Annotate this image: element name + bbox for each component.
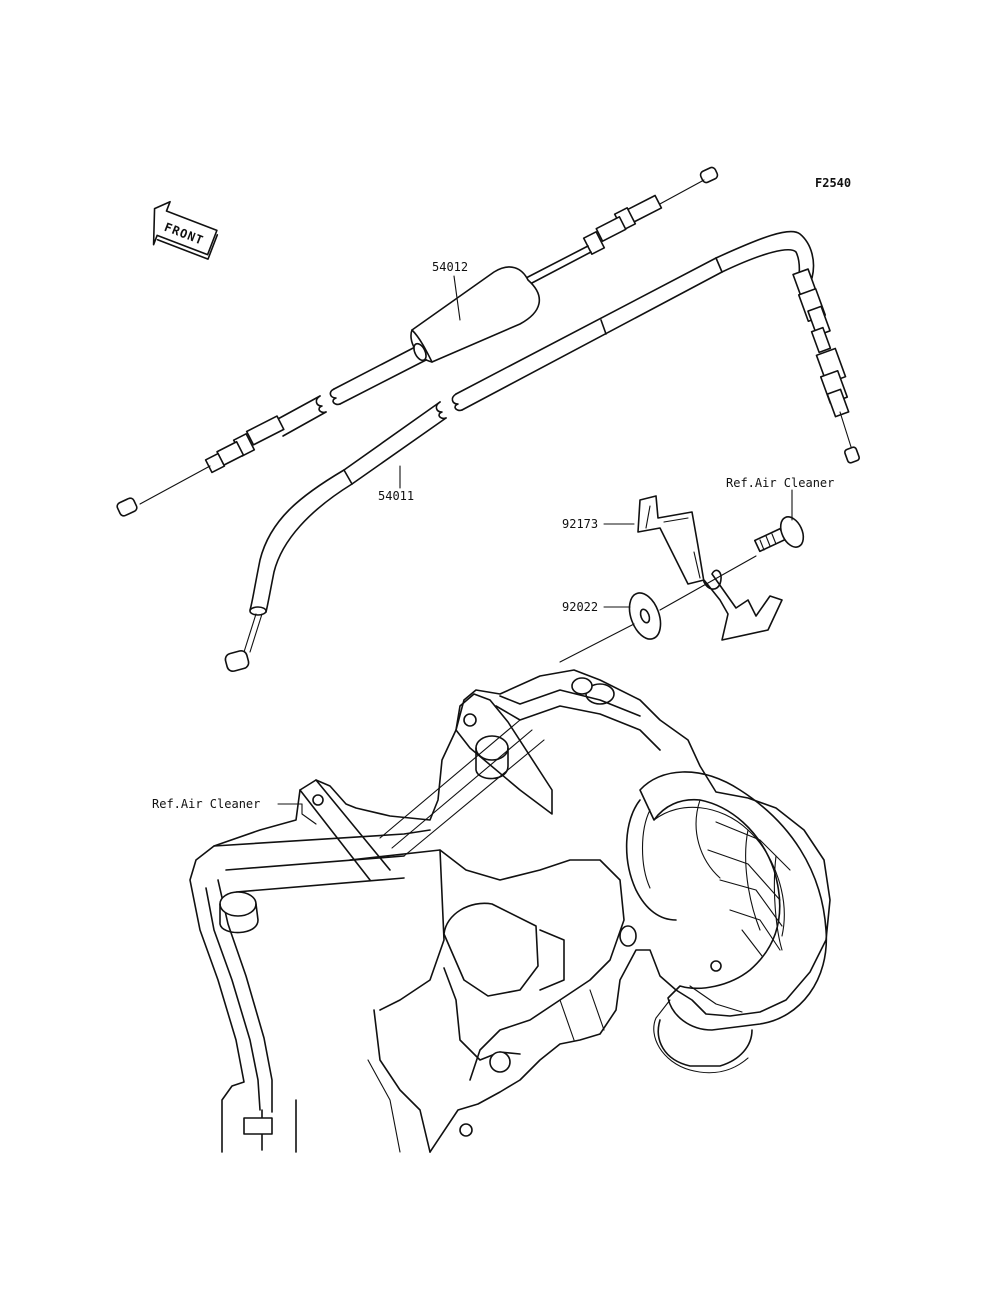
throttle-cable-54012[interactable] — [116, 166, 719, 517]
front-arrow-icon: FRONT — [152, 200, 219, 260]
label-92022: 92022 — [562, 600, 598, 614]
label-ref-top: Ref.Air Cleaner — [726, 476, 834, 490]
leader-ref-left — [301, 803, 317, 825]
label-54012: 54012 — [432, 260, 468, 274]
leader-54012 — [453, 275, 461, 321]
washer-92022[interactable] — [624, 589, 667, 644]
clip-92173[interactable] — [637, 495, 783, 641]
throttle-cable-54011[interactable] — [224, 230, 860, 672]
label-92173: 92173 — [562, 517, 598, 531]
air-cleaner-housing — [189, 669, 831, 1153]
label-ref-left: Ref.Air Cleaner — [152, 797, 260, 811]
label-54011: 54011 — [378, 489, 414, 503]
figure-code: F2540 — [815, 176, 851, 190]
bolt[interactable] — [753, 513, 808, 553]
